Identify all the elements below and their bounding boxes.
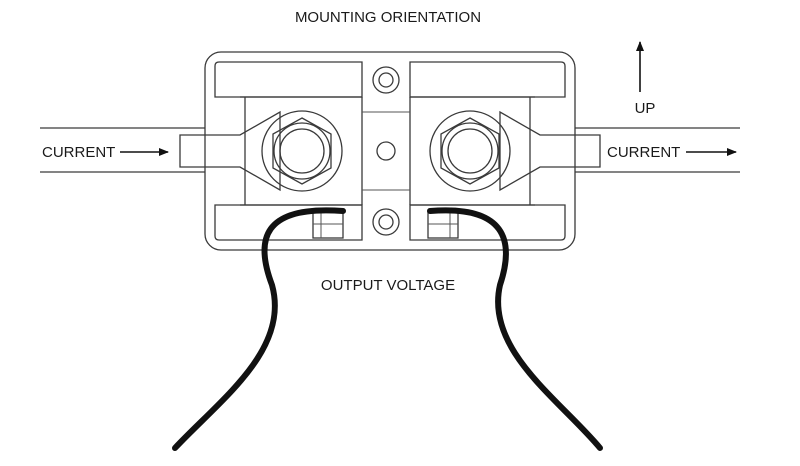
output-wires [172, 207, 603, 451]
right-current-label: CURRENT [607, 144, 680, 161]
right-bus-bar [575, 127, 740, 173]
right-output-connector [427, 211, 459, 239]
right-terminal [429, 110, 601, 192]
diagram-title: MOUNTING ORIENTATION [295, 9, 481, 26]
left-current-label: CURRENT [42, 144, 115, 161]
left-terminal [179, 110, 343, 192]
sensor-housing [204, 51, 576, 251]
up-label: UP [635, 100, 656, 117]
left-output-connector [312, 211, 344, 239]
output-voltage-label: OUTPUT VOLTAGE [321, 277, 455, 294]
left-bus-bar [40, 127, 205, 173]
